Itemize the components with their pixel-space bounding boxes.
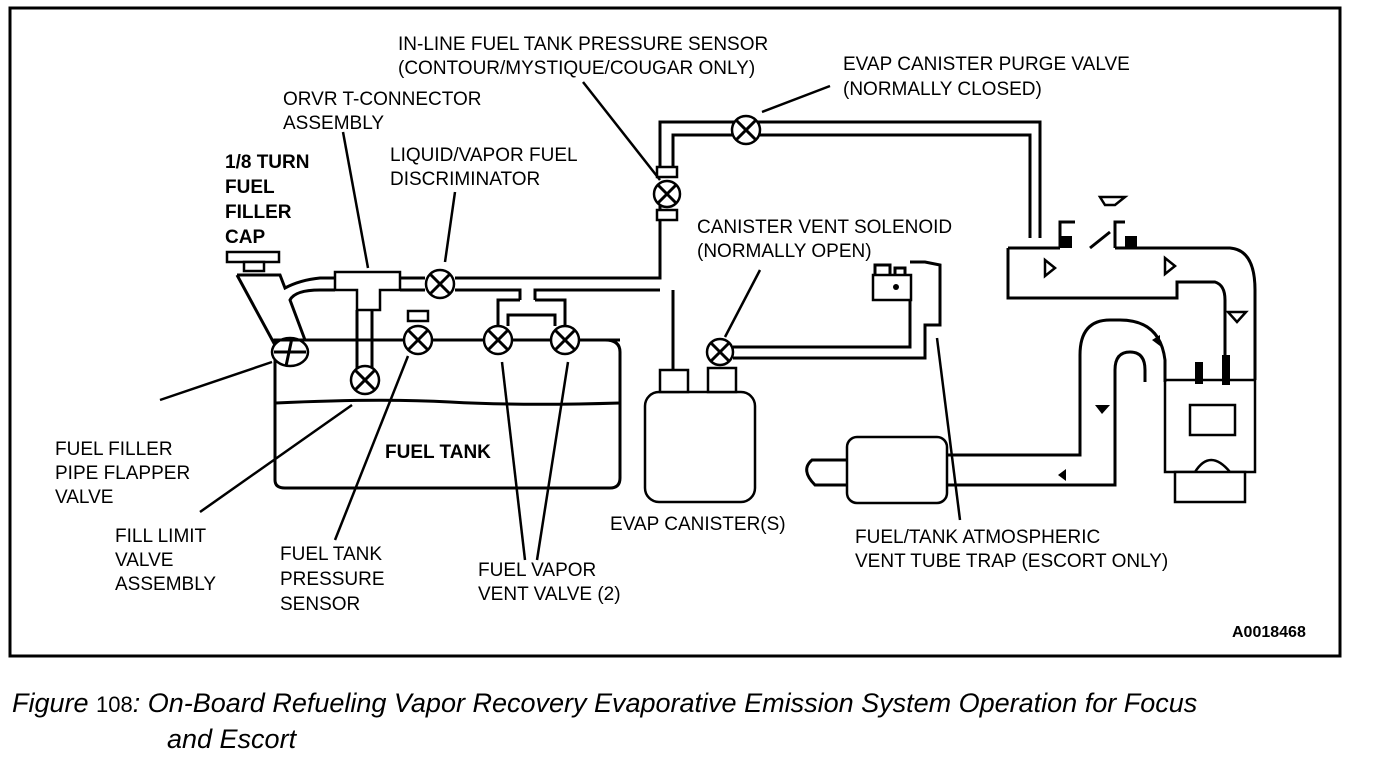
label-filler-cap-4: CAP xyxy=(225,227,265,248)
label-flapper: FUEL FILLER xyxy=(55,439,173,460)
caption-number: 108 xyxy=(96,692,133,717)
label-filler-cap-2: FUEL xyxy=(225,177,275,198)
label-vent-solenoid: CANISTER VENT SOLENOID xyxy=(697,217,952,238)
label-purge-valve-2: (NORMALLY CLOSED) xyxy=(843,79,1042,100)
evap-system-diagram: IN-LINE FUEL TANK PRESSURE SENSOR (CONTO… xyxy=(8,6,1342,658)
label-discriminator-2: DISCRIMINATOR xyxy=(390,169,540,190)
exhaust xyxy=(805,318,1167,505)
caption-text: : On-Board Refueling Vapor Recovery Evap… xyxy=(132,688,1198,718)
labels: IN-LINE FUEL TANK PRESSURE SENSOR (CONTO… xyxy=(55,34,1306,641)
label-pressure-sensor-2: PRESSURE xyxy=(280,569,385,590)
label-vent-trap: FUEL/TANK ATMOSPHERIC xyxy=(855,527,1100,548)
label-fill-limit-3: ASSEMBLY xyxy=(115,574,216,595)
leader-lines xyxy=(159,81,962,561)
label-flapper-3: VALVE xyxy=(55,487,113,508)
purge-line xyxy=(658,120,1042,238)
vapor-line xyxy=(455,195,662,300)
caption-prefix: Figure xyxy=(12,688,89,718)
figure-id: A0018468 xyxy=(1232,624,1306,641)
figure-caption: Figure 108: On-Board Refueling Vapor Rec… xyxy=(12,686,1197,756)
filler-pipe xyxy=(225,250,335,368)
label-pressure-sensor: FUEL TANK xyxy=(280,544,382,565)
label-orvr-2: ASSEMBLY xyxy=(283,113,384,134)
caption-text-line2: and Escort xyxy=(167,724,297,754)
vent-solenoid xyxy=(871,263,913,302)
label-inline-sensor: IN-LINE FUEL TANK PRESSURE SENSOR xyxy=(398,34,768,55)
label-flapper-2: PIPE FLAPPER xyxy=(55,463,190,484)
vent-line xyxy=(733,260,942,360)
filler-cap xyxy=(225,250,281,264)
intake-manifold xyxy=(1006,195,1257,380)
label-pressure-sensor-3: SENSOR xyxy=(280,594,360,615)
label-fuel-tank: FUEL TANK xyxy=(385,442,491,463)
label-discriminator: LIQUID/VAPOR FUEL xyxy=(390,145,578,166)
label-vent-trap-2: VENT TUBE TRAP (ESCORT ONLY) xyxy=(855,551,1168,572)
label-fill-limit: FILL LIMIT xyxy=(115,526,207,547)
label-vapor-vent: FUEL VAPOR xyxy=(478,560,596,581)
label-vent-solenoid-2: (NORMALLY OPEN) xyxy=(697,241,872,262)
evap-canister xyxy=(643,366,757,504)
label-canister: EVAP CANISTER(S) xyxy=(610,514,786,535)
engine xyxy=(1163,355,1257,504)
label-orvr: ORVR T-CONNECTOR xyxy=(283,89,481,110)
label-fill-limit-2: VALVE xyxy=(115,550,173,571)
diagram-frame xyxy=(8,6,1342,658)
label-filler-cap: 1/8 TURN xyxy=(225,152,309,173)
air-flow-arrow xyxy=(1097,195,1129,207)
label-purge-valve: EVAP CANISTER PURGE VALVE xyxy=(843,54,1130,75)
label-vapor-vent-2: VENT VALVE (2) xyxy=(478,584,621,605)
label-inline-sensor-2: (CONTOUR/MYSTIQUE/COUGAR ONLY) xyxy=(398,58,755,79)
label-filler-cap-3: FILLER xyxy=(225,202,292,223)
